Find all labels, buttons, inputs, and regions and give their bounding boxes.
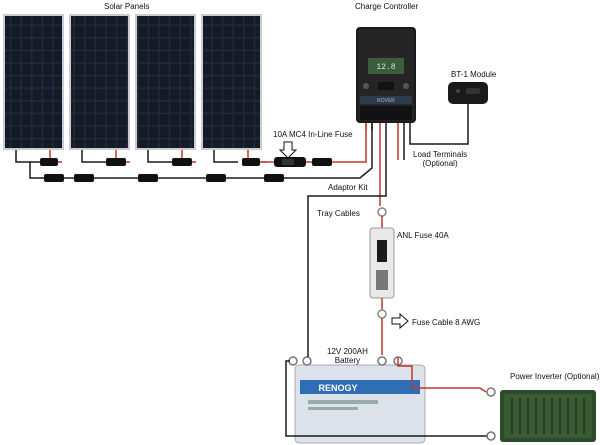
inverter-icon <box>500 390 596 442</box>
arrow-down-icon <box>278 141 298 159</box>
solar-panel-icon <box>135 14 196 150</box>
solar-panel-icon <box>201 14 262 150</box>
battery-label: 12V 200AH Battery <box>327 347 368 365</box>
fuse-cable-label: Fuse Cable 8 AWG <box>412 318 481 327</box>
battery-brand: RENOGY <box>318 383 357 393</box>
mc4-fuse-label: 10A MC4 In-Line Fuse <box>273 130 353 139</box>
bt1-module-label: BT-1 Module <box>451 70 497 79</box>
anl-fuse-icon <box>369 207 395 355</box>
load-terminals-line2: (Optional) <box>422 159 458 168</box>
solar-panel-icon <box>3 14 64 150</box>
battery-label-line1: 12V 200AH <box>327 347 368 356</box>
power-inverter-label: Power Inverter (Optional) <box>510 372 600 381</box>
arrow-right-icon <box>391 312 409 330</box>
inverter-cables <box>285 330 488 437</box>
solar-panel-icon <box>69 14 130 150</box>
adaptor-kit-label: Adaptor Kit <box>328 183 368 192</box>
bt1-module-icon <box>448 82 488 104</box>
load-terminals-line1: Load Terminals <box>413 150 468 159</box>
panel-cables <box>15 108 373 179</box>
battery-icon <box>288 356 426 444</box>
load-terminals-label: Load Terminals (Optional) <box>413 150 467 168</box>
controller-display-value: 12.8 <box>376 63 395 72</box>
battery-label-line2: Battery <box>334 356 361 365</box>
inverter-terminal <box>486 431 496 441</box>
controller-wires <box>307 104 469 330</box>
controller-brand: ROVER <box>377 98 395 104</box>
charge-controller-label: Charge Controller <box>355 2 419 11</box>
mc4-inline-fuse <box>274 157 306 167</box>
inverter-terminal <box>486 387 496 397</box>
solar-panels-label: Solar Panels <box>104 2 150 11</box>
charge-controller-icon <box>356 27 416 123</box>
tray-cables-label: Tray Cables <box>317 209 360 218</box>
mc4-connectors <box>40 158 332 182</box>
anl-fuse-label: ANL Fuse 40A <box>397 231 449 240</box>
